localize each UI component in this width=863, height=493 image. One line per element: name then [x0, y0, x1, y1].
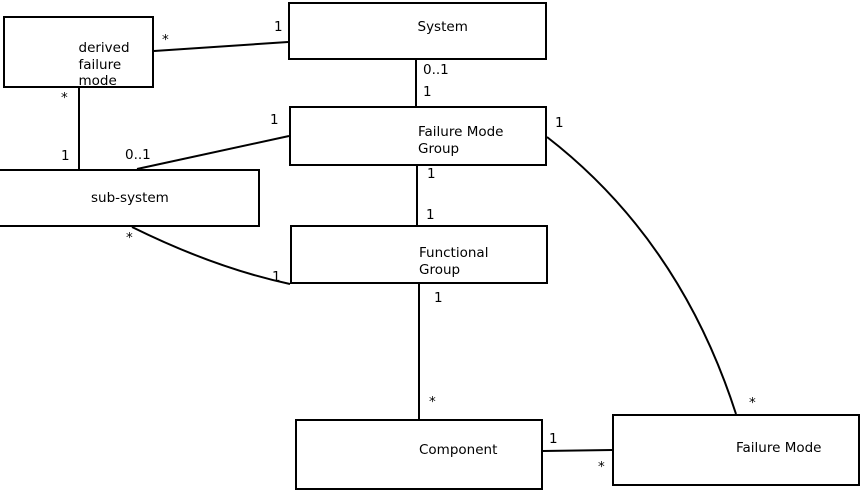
- multiplicity-derived-sub-star: *: [61, 90, 68, 106]
- multiplicity-system-fmg-one: 1: [423, 84, 432, 100]
- multiplicity-derived-system-one: 1: [274, 19, 283, 35]
- multiplicity-comp-fm-star: *: [598, 459, 605, 475]
- node-label-line: failure: [78, 56, 122, 73]
- node-failure-mode-group: Failure Mode Group: [289, 106, 547, 166]
- node-failure-mode: Failure Mode: [612, 414, 860, 486]
- edge-subsystem-fmg: [136, 135, 290, 170]
- multiplicity-fmg-fg-one-lower: 1: [426, 207, 435, 223]
- edge-derived-system: [153, 41, 289, 52]
- node-label: Functional Group: [419, 245, 488, 278]
- edge-subsystem-functional-group: [131, 226, 291, 285]
- multiplicity-fmg-fg-one-upper: 1: [427, 166, 436, 182]
- node-label-line: Failure Mode: [736, 440, 822, 456]
- node-label: Component: [419, 442, 497, 459]
- node-component: Component: [295, 419, 543, 490]
- node-label-line: Group: [418, 140, 460, 157]
- multiplicity-fmg-fm-one: 1: [555, 115, 564, 131]
- edge-fmg-failure-mode: [546, 136, 737, 415]
- node-label: sub-system: [91, 190, 169, 207]
- node-label-line: Component: [419, 442, 498, 458]
- multiplicity-derived-sub-one: 1: [61, 148, 70, 164]
- node-functional-group: Functional Group: [290, 225, 548, 284]
- node-label-line: sub-system: [91, 190, 169, 206]
- multiplicity-derived-system-star: *: [162, 32, 169, 48]
- node-label-line: System: [417, 19, 468, 35]
- node-label: derived failure mode: [79, 40, 130, 90]
- multiplicity-fg-comp-one: 1: [434, 290, 443, 306]
- node-label: System: [418, 19, 468, 36]
- multiplicity-fmg-fm-star: *: [749, 395, 756, 411]
- node-label-line: Group: [419, 261, 461, 278]
- node-system: System: [288, 2, 547, 60]
- multiplicity-fg-comp-star: *: [429, 394, 436, 410]
- multiplicity-system-fmg-zero-one: 0..1: [423, 62, 449, 78]
- multiplicity-sub-fmg-zero-one: 0..1: [125, 147, 151, 163]
- node-label-line: derived: [78, 40, 130, 56]
- multiplicity-comp-fm-one: 1: [549, 431, 558, 447]
- node-label-line: Failure Mode: [418, 124, 504, 140]
- node-label: Failure Mode: [736, 440, 822, 457]
- multiplicity-sub-fg-one: 1: [272, 269, 281, 285]
- node-label: Failure Mode Group: [418, 124, 504, 157]
- node-sub-system: sub-system: [0, 169, 260, 227]
- multiplicity-sub-fg-star: *: [126, 230, 133, 246]
- node-derived-failure-mode: derived failure mode: [3, 16, 154, 90]
- edge-component-failure-mode: [542, 449, 613, 452]
- multiplicity-sub-fmg-one: 1: [270, 112, 279, 128]
- node-label-line: mode: [78, 73, 117, 89]
- node-label-line: Functional: [419, 245, 489, 261]
